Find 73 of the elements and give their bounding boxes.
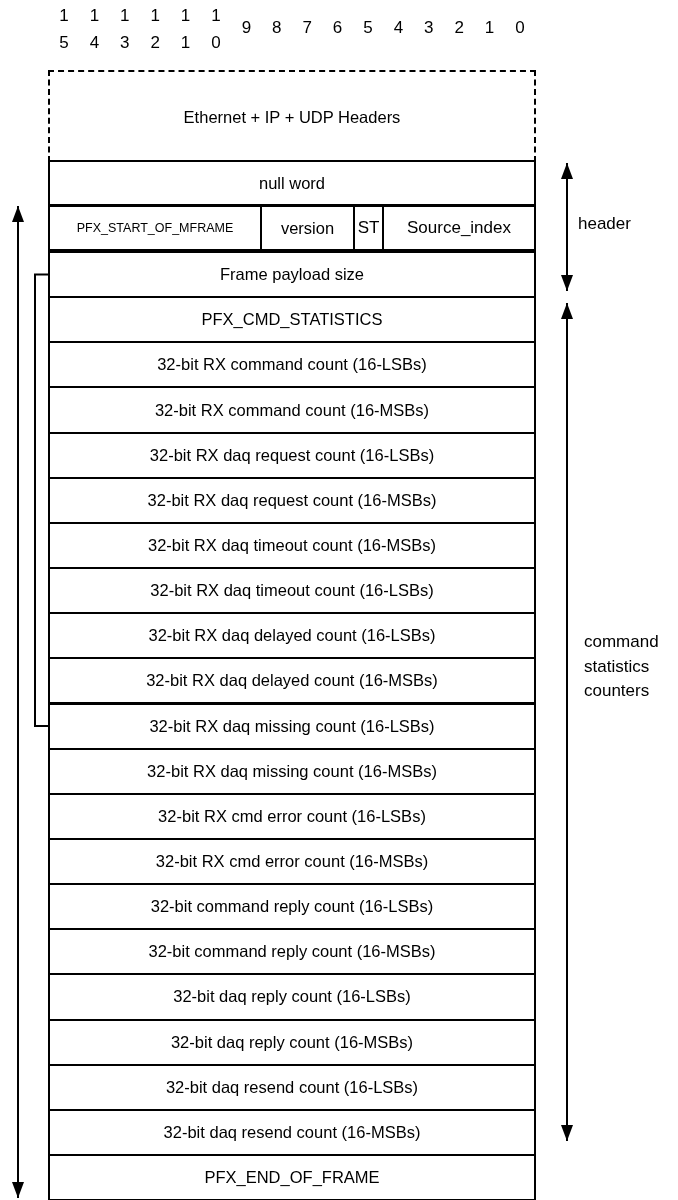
field-box	[48, 612, 536, 660]
field-label: 32-bit RX daq timeout count (16-MSBs)	[148, 535, 436, 555]
field-box	[48, 341, 536, 389]
field-label: 32-bit RX daq request count (16-MSBs)	[147, 490, 437, 510]
field-label: 32-bit RX cmd error count (16-MSBs)	[155, 852, 429, 871]
bit-number: 8	[271, 17, 283, 39]
field-box	[48, 1108, 536, 1156]
field-label: null word	[258, 173, 325, 193]
field-box	[48, 521, 536, 570]
field-label: Ethernet + IP + UDP Headers	[183, 107, 401, 127]
field-label: Source_index	[407, 218, 511, 239]
field-label: 32-bit daq resend count (16-LSBs)	[165, 1077, 419, 1097]
bit-number: 1 4	[88, 5, 101, 55]
bit-number: 1	[483, 17, 496, 39]
field-box	[48, 160, 536, 207]
field-label: 32-bit command reply count (16-LSBs)	[150, 897, 434, 917]
bit-number: 1 2	[149, 5, 161, 55]
field-box	[48, 431, 536, 479]
field-label: Frame payload size	[220, 265, 364, 285]
field-label: version	[280, 218, 335, 238]
field-box	[48, 476, 536, 524]
field-label: 32-bit RX daq delayed count (16-LSBs)	[148, 626, 436, 646]
field-box	[48, 1063, 536, 1111]
field-label: 32-bit RX daq missing count (16-MSBs)	[147, 761, 437, 781]
field-box	[48, 837, 536, 886]
bit-number: 2	[453, 17, 465, 39]
field-box	[48, 1018, 536, 1066]
bit-number: 1 1	[179, 5, 192, 55]
field-label: 32-bit RX command count (16-LSBs)	[157, 355, 427, 375]
bit-number: 6	[331, 17, 344, 39]
field-box	[48, 205, 262, 252]
field-box	[48, 883, 536, 931]
field-label: 32-bit RX daq delayed count (16-MSBs)	[146, 671, 438, 691]
field-box	[48, 567, 536, 615]
field-box	[382, 205, 536, 252]
field-box	[48, 386, 536, 434]
field-label: 32-bit daq reply count (16-LSBs)	[173, 987, 411, 1007]
field-box	[48, 747, 536, 795]
bit-number: 5	[362, 17, 374, 39]
field-label: 32-bit daq reply count (16-MSBs)	[170, 1032, 414, 1052]
field-box	[48, 973, 536, 1021]
field-label: 32-bit RX daq timeout count (16-LSBs)	[150, 581, 434, 601]
bit-number: 1 5	[58, 5, 70, 55]
field-box	[48, 792, 536, 840]
bit-number: 9	[240, 17, 253, 39]
field-label: 32-bit command reply count (16-MSBs)	[148, 942, 436, 962]
bit-number: 0	[514, 17, 526, 39]
bracket-connector	[34, 273, 49, 728]
bit-number: 3	[423, 17, 435, 39]
bit-number: 1 3	[119, 5, 131, 55]
field-label: PFX_END_OF_FRAME	[204, 1168, 380, 1188]
bit-number: 7	[301, 17, 313, 39]
bit-number: 4	[392, 17, 405, 39]
field-label: ST	[357, 218, 380, 239]
field-box	[48, 1154, 536, 1200]
section-label: header	[578, 213, 632, 235]
field-box	[260, 205, 355, 252]
bit-number: 1 0	[210, 5, 222, 55]
field-label: 32-bit RX daq request count (16-LSBs)	[149, 445, 435, 465]
field-box	[353, 205, 384, 252]
dashed-header-box	[48, 70, 536, 162]
field-box	[48, 928, 536, 976]
field-label: PFX_CMD_STATISTICS	[201, 310, 383, 330]
field-box	[48, 657, 536, 705]
field-label: 32-bit daq resend count (16-MSBs)	[163, 1122, 421, 1142]
field-label: PFX_START_OF_MFRAME	[76, 221, 234, 236]
section-label: command statistics counters	[584, 631, 660, 703]
field-box	[48, 296, 536, 344]
field-label: 32-bit RX command count (16-MSBs)	[154, 400, 430, 420]
field-box	[48, 251, 536, 299]
field-box	[48, 702, 536, 750]
field-label: 32-bit RX daq missing count (16-LSBs)	[149, 716, 435, 736]
field-label: 32-bit RX cmd error count (16-LSBs)	[158, 806, 426, 826]
